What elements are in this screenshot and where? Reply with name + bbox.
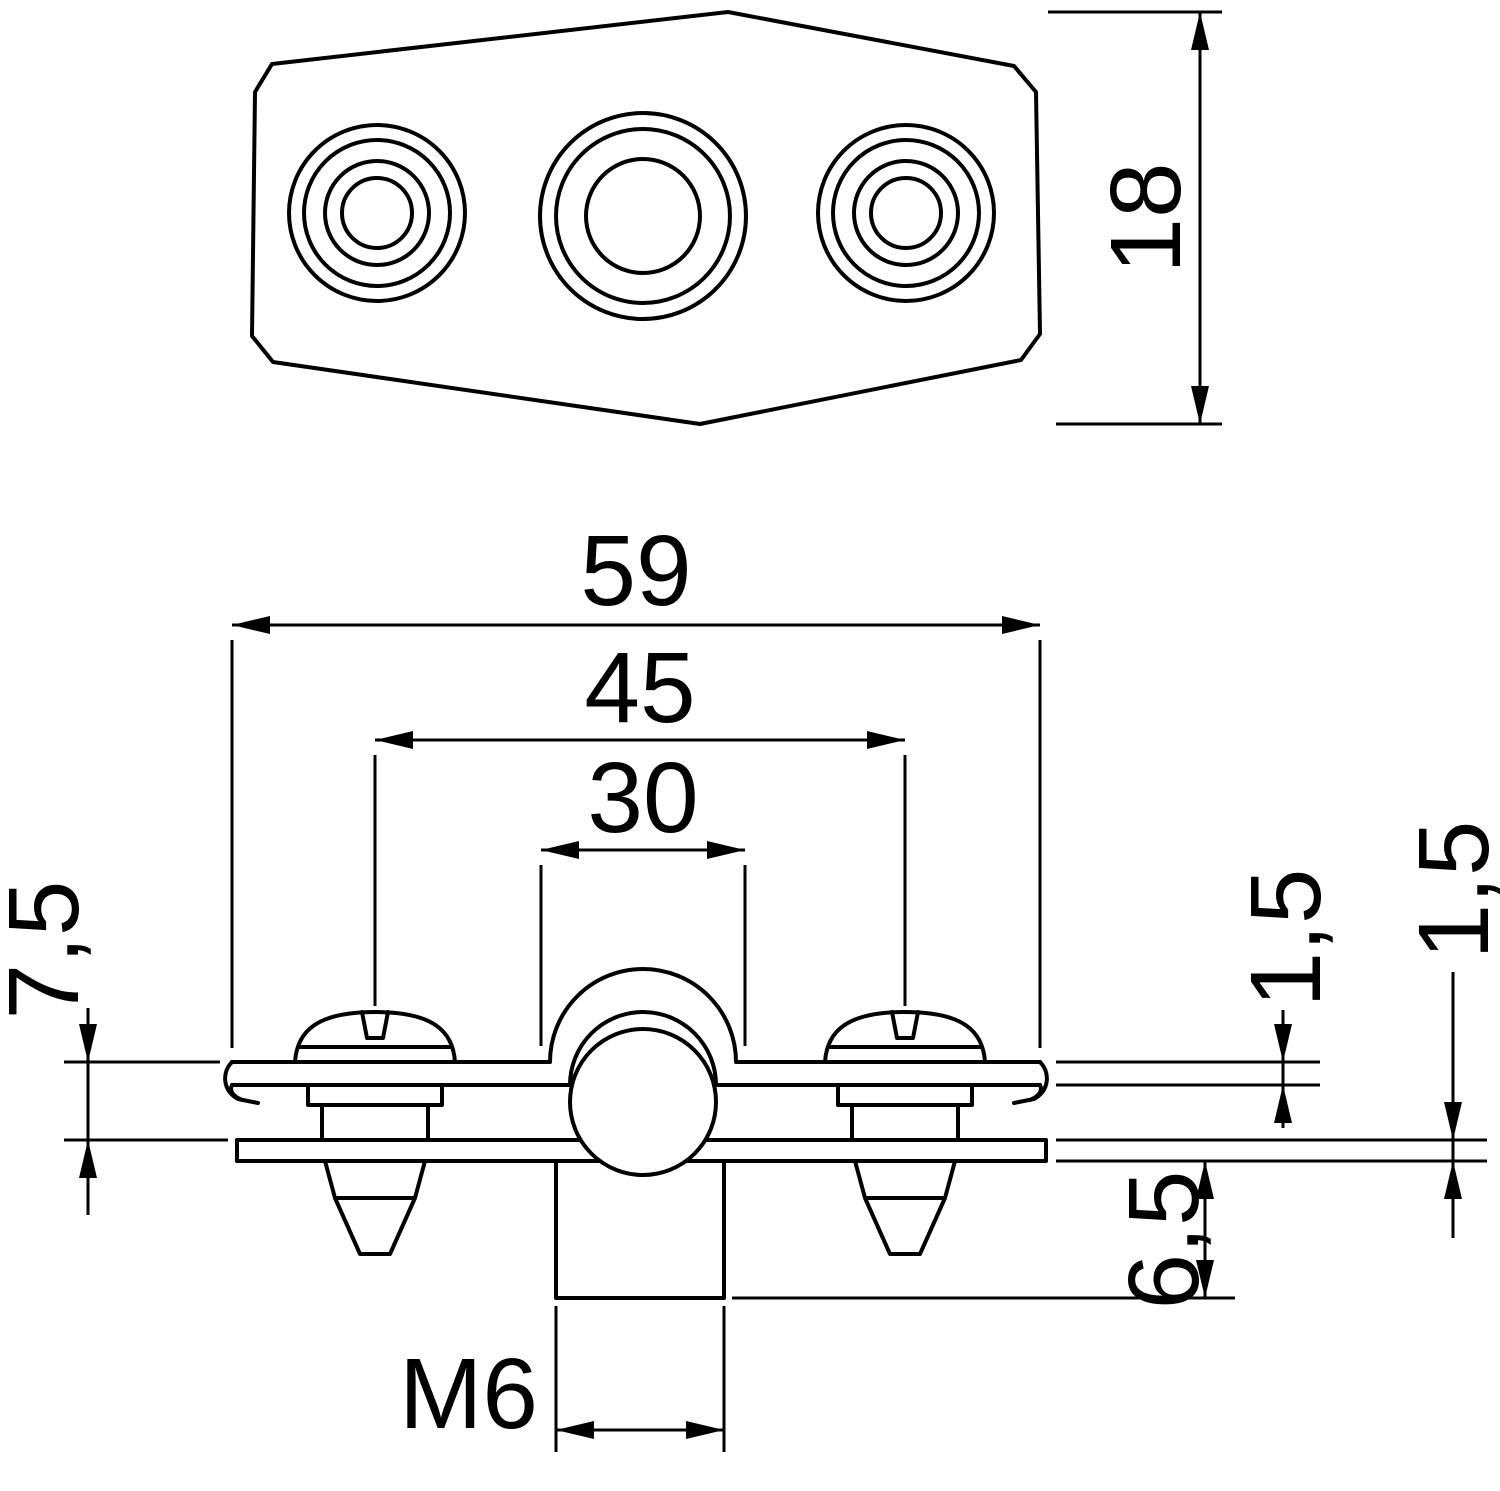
arrowhead	[79, 1140, 97, 1178]
screw-slot	[890, 1010, 920, 1040]
top-view-outline	[250, 10, 1042, 426]
strip-inner-contour	[230, 1010, 1042, 1087]
dimension-59: 59	[230, 515, 1042, 1048]
strip-end-curl-left	[223, 1060, 260, 1105]
arrowhead	[1196, 1260, 1214, 1298]
arrowhead	[1002, 616, 1040, 634]
top-view	[250, 10, 1042, 426]
screw-head-left	[293, 1010, 457, 1064]
top-view-hole-left	[287, 123, 467, 303]
washer-right	[836, 1083, 974, 1107]
arrowhead	[232, 616, 270, 634]
arrowhead	[1444, 1102, 1462, 1140]
hole-ring	[538, 111, 748, 321]
top-view-hole-right	[816, 123, 996, 303]
dimension-label: 7,5	[0, 880, 100, 1019]
arrowhead	[556, 1421, 594, 1439]
arrowhead	[79, 1024, 97, 1062]
screw-slot	[360, 1010, 390, 1040]
hole-ring	[852, 159, 960, 267]
screw-tip-upper	[323, 1159, 427, 1200]
screw-tip-cone	[863, 1196, 947, 1256]
strip-end-curl-right	[1012, 1060, 1049, 1105]
dimension-30: 30	[539, 742, 747, 1046]
dimension-18: 18	[1048, 10, 1222, 426]
threaded-boss	[554, 1159, 726, 1300]
dimension-7-5: 7,5	[0, 880, 228, 1215]
arrowhead	[1274, 1085, 1292, 1123]
dimension-label: 1,5	[1398, 820, 1500, 959]
hole-ring	[869, 176, 943, 250]
arrowhead	[1196, 1161, 1214, 1199]
front-view	[223, 967, 1049, 1300]
dimension-m6: M6	[399, 1306, 726, 1452]
hole-ring	[554, 127, 732, 305]
arrowhead	[867, 731, 905, 749]
strip-end-curl-left-inner	[229, 1083, 244, 1102]
hole-ring	[302, 138, 452, 288]
screw-tip-cone	[333, 1196, 417, 1256]
arrowhead	[541, 841, 579, 859]
hole-ring	[816, 123, 996, 303]
strip-outer-contour	[230, 967, 1042, 1064]
hole-ring	[287, 123, 467, 303]
arrowhead	[375, 731, 413, 749]
hole-ring	[584, 157, 702, 275]
arrowhead	[1191, 386, 1209, 424]
hole-ring	[831, 138, 981, 288]
hole-ring	[340, 176, 414, 250]
arrowhead	[1274, 1024, 1292, 1062]
dimension-label: 45	[584, 632, 695, 744]
dimension-1-5-plate: 1,5	[1056, 820, 1500, 1238]
dimension-6-5: 6,5	[732, 1161, 1235, 1310]
screw-tip-upper	[853, 1159, 957, 1200]
nut-left	[320, 1103, 430, 1142]
screw-head-right	[823, 1010, 987, 1064]
dimension-label: M6	[399, 1338, 538, 1450]
screw-tip-left	[323, 1159, 427, 1256]
pipe-circle	[568, 1027, 718, 1177]
top-view-hole-center	[538, 111, 748, 321]
arrowhead	[1444, 1161, 1462, 1199]
washer-left	[306, 1083, 444, 1107]
dimension-label: 59	[580, 515, 691, 627]
dimension-label: 6,5	[1108, 1170, 1220, 1309]
arrowhead	[1191, 12, 1209, 50]
nut-right	[850, 1103, 960, 1142]
hole-ring	[323, 159, 431, 267]
screw-tip-right	[853, 1159, 957, 1256]
arrowhead	[686, 1421, 724, 1439]
strip-end-curl-right-inner	[1028, 1083, 1043, 1102]
dimension-label: 30	[587, 742, 698, 854]
arrowhead	[707, 841, 745, 859]
dimension-label: 1,5	[1230, 868, 1342, 1007]
dimension-45: 45	[373, 632, 907, 1006]
dimension-label: 18	[1090, 162, 1202, 273]
dimension-1-5-strip: 1,5	[1056, 868, 1342, 1128]
